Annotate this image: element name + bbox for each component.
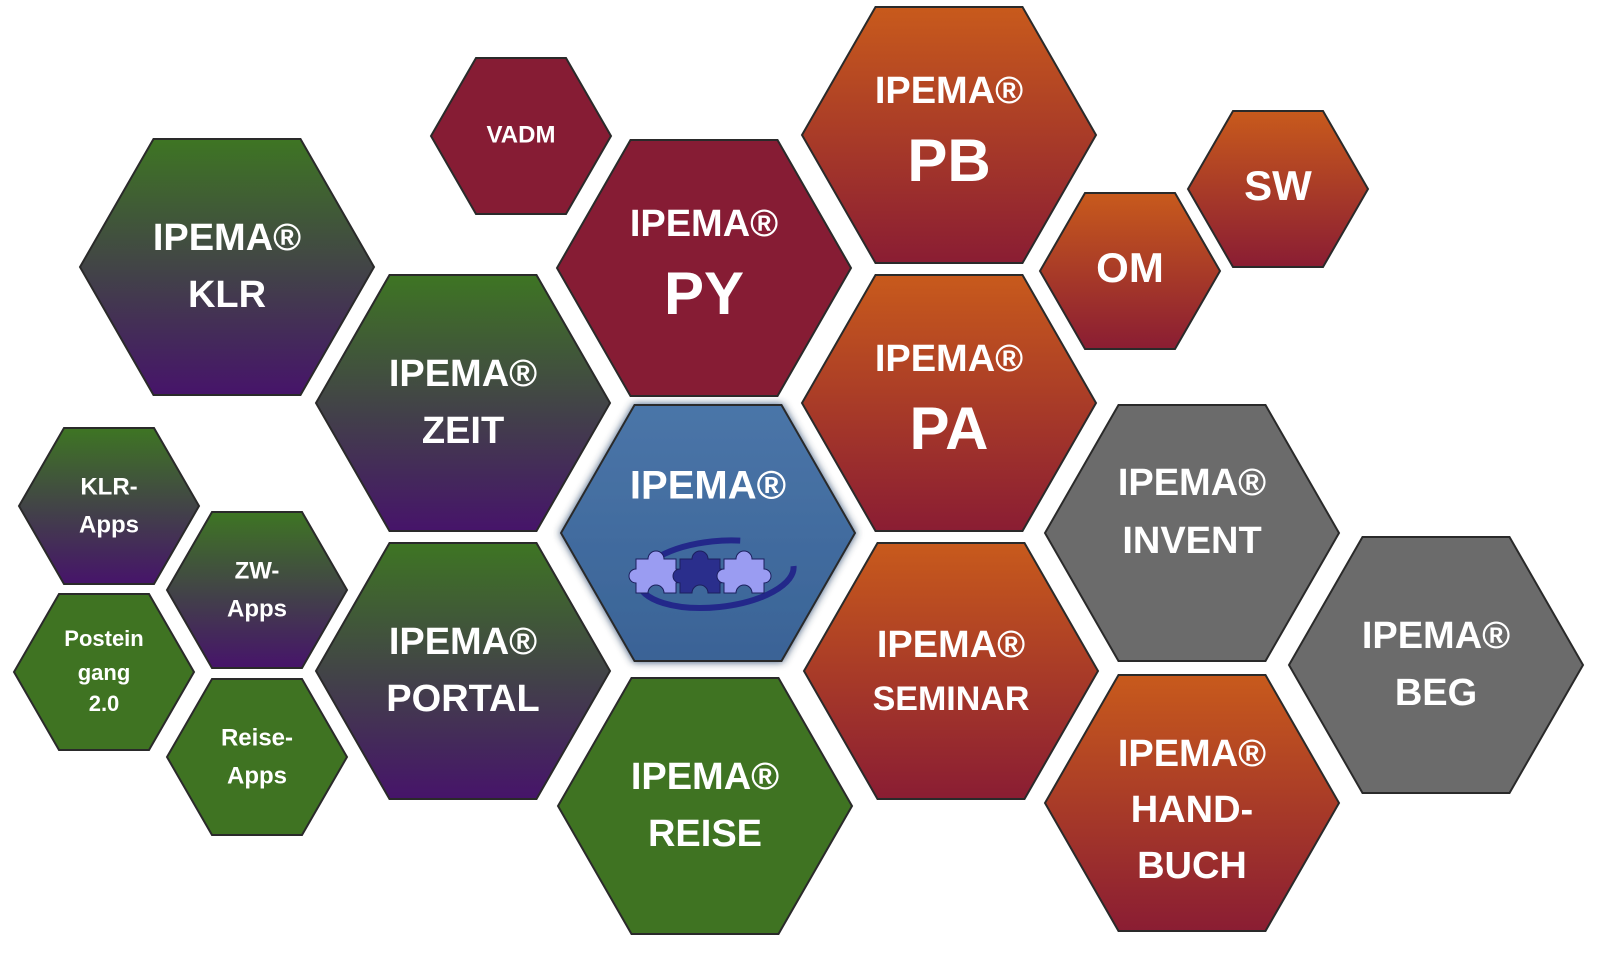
hex-label-klr-apps-1: Apps: [79, 511, 139, 538]
hex-tile-klr: IPEMA® KLR: [78, 138, 376, 396]
hex-label-handbuch-1: HAND-: [1131, 789, 1253, 831]
hex-tile-portal: IPEMA® PORTAL: [314, 542, 612, 800]
hex-label-pb-1: PB: [907, 127, 990, 194]
hex-label-zw-apps-0: ZW-: [235, 557, 280, 584]
hex-shape-posteingang: [12, 593, 196, 751]
hex-label-sw-0: SW: [1244, 162, 1312, 209]
hex-label-om-0: OM: [1096, 244, 1164, 291]
hex-label-posteingang-0: Postein: [64, 626, 143, 651]
hex-label-beg-1: BEG: [1395, 672, 1477, 714]
hex-label-handbuch-2: BUCH: [1137, 845, 1247, 887]
hex-shape-klr: [78, 138, 376, 396]
puzzle-pieces-icon: [628, 537, 797, 611]
hex-shape-py: [555, 139, 853, 397]
hex-label-py-0: IPEMA®: [630, 203, 778, 245]
hex-shape-klr-apps: [17, 427, 201, 585]
hex-label-py-1: PY: [664, 260, 744, 327]
hex-label-portal-1: PORTAL: [386, 678, 539, 720]
hex-label-pa-1: PA: [910, 395, 989, 462]
hex-shape-zeit: [314, 274, 612, 532]
hex-tile-pa: IPEMA® PA: [800, 274, 1098, 532]
hex-tile-reise: IPEMA® REISE: [556, 677, 854, 935]
hex-tile-posteingang: Postein gang 2.0: [12, 593, 196, 751]
hex-label-reise-0: IPEMA®: [631, 756, 779, 798]
hex-tile-beg: IPEMA® BEG: [1287, 536, 1585, 794]
hex-label-zeit-1: ZEIT: [422, 410, 504, 452]
hex-shape-handbuch: [1043, 674, 1341, 932]
hex-tile-klr-apps: KLR- Apps: [17, 427, 201, 585]
hex-shape-pa: [800, 274, 1098, 532]
hex-shape-seminar: [802, 542, 1100, 800]
hex-label-portal-0: IPEMA®: [389, 621, 537, 663]
hex-label-pa-0: IPEMA®: [875, 338, 1023, 380]
hex-label-invent-0: IPEMA®: [1118, 462, 1266, 504]
hex-label-reise-1: REISE: [648, 813, 762, 855]
hex-shape-portal: [314, 542, 612, 800]
hex-tile-handbuch: IPEMA® HAND- BUCH: [1043, 674, 1341, 932]
hex-shape-om: [1038, 192, 1222, 350]
hex-tile-zw-apps: ZW- Apps: [165, 511, 349, 669]
hex-label-posteingang-2: 2.0: [89, 691, 120, 716]
hex-label-zw-apps-1: Apps: [227, 595, 287, 622]
hex-shape-zw-apps: [165, 511, 349, 669]
hex-label-seminar-1: SEMINAR: [873, 680, 1030, 718]
hex-label-zeit-0: IPEMA®: [389, 353, 537, 395]
hex-label-beg-0: IPEMA®: [1362, 615, 1510, 657]
hex-tile-invent: IPEMA® INVENT: [1043, 404, 1341, 662]
hex-label-center-0: IPEMA®: [630, 464, 786, 508]
hex-label-vadm-0: VADM: [487, 121, 556, 148]
hex-label-invent-1: INVENT: [1122, 520, 1261, 562]
hex-tile-sw: SW: [1186, 110, 1370, 268]
hex-label-pb-0: IPEMA®: [875, 70, 1023, 112]
hex-label-reise-apps-1: Apps: [227, 762, 287, 789]
hex-shape-reise: [556, 677, 854, 935]
hex-tile-py: IPEMA® PY: [555, 139, 853, 397]
hex-label-klr-1: KLR: [188, 274, 266, 316]
hex-label-posteingang-1: gang: [78, 660, 131, 685]
hex-shape-vadm: [429, 57, 613, 215]
hex-tile-reise-apps: Reise- Apps: [165, 678, 349, 836]
hex-label-reise-apps-0: Reise-: [221, 724, 293, 751]
hex-label-seminar-0: IPEMA®: [877, 624, 1025, 666]
hex-label-handbuch-0: IPEMA®: [1118, 733, 1266, 775]
hex-shape-sw: [1186, 110, 1370, 268]
hex-label-klr-apps-0: KLR-: [80, 473, 137, 500]
hex-shape-pb: [800, 6, 1098, 264]
hex-shape-reise-apps: [165, 678, 349, 836]
hex-tile-vadm: VADM: [429, 57, 613, 215]
hex-shape-center: [559, 404, 857, 662]
hex-tile-center: IPEMA®: [559, 404, 857, 662]
hex-shape-invent: [1043, 404, 1341, 662]
hex-tile-seminar: IPEMA® SEMINAR: [802, 542, 1100, 800]
hex-tile-om: OM: [1038, 192, 1222, 350]
hex-shape-beg: [1287, 536, 1585, 794]
hex-tile-pb: IPEMA® PB: [800, 6, 1098, 264]
hex-tile-zeit: IPEMA® ZEIT: [314, 274, 612, 532]
hex-label-klr-0: IPEMA®: [153, 217, 301, 259]
